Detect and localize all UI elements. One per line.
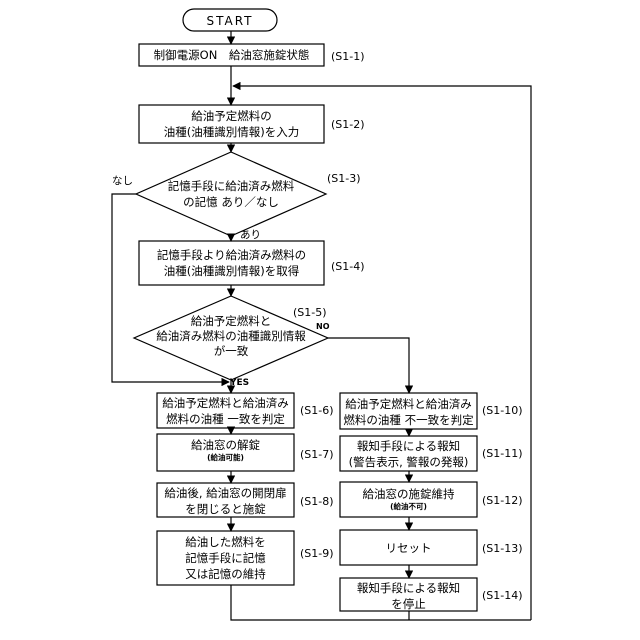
s1-9-line-1: 給油した燃料を [157,534,294,550]
branch-label-exists: あり [240,227,261,242]
s1-9-step: (S1-9) [300,547,334,560]
s1-6-line-1: 給油予定燃料と給油済み [157,395,294,411]
s1-3-text: 記憶手段に給油済み燃料 の記憶 あり／なし [146,178,316,210]
s1-7-step: (S1-7) [300,448,334,461]
s1-3-step: (S1-3) [327,172,361,185]
s1-5-line-3: が一致 [146,344,316,359]
s1-12-note: (給油不可) [340,502,477,512]
s1-5-step: (S1-5) [293,306,327,319]
s1-1-step: (S1-1) [331,50,365,63]
s1-7-line-1: 給油窓の解錠 [157,437,294,453]
s1-4-text: 記憶手段より給油済み燃料の 油種(油種識別情報)を取得 [139,247,324,279]
s1-5-text: 給油予定燃料と 給油済み燃料の油種識別情報 が一致 [146,314,316,359]
s1-12-text: 給油窓の施錠維持 (給油不可) [340,486,477,512]
s1-14-step: (S1-14) [482,589,523,602]
s1-9-line-3: 又は記憶の維持 [157,566,294,582]
s1-14-line-2: を停止 [340,596,477,612]
s1-3-line-1: 記憶手段に給油済み燃料 [146,178,316,194]
s1-1-text: 制御電源ON 給油窓施錠状態 [139,47,324,63]
s1-11-step: (S1-11) [482,447,523,460]
s1-6-step: (S1-6) [300,404,334,417]
s1-11-line-1: 報知手段による報知 [340,438,477,454]
s1-2-text: 給油予定燃料の 油種(油種識別情報)を入力 [139,108,324,140]
s1-1-line-1: 制御電源ON 給油窓施錠状態 [139,47,324,63]
s1-12-line-1: 給油窓の施錠維持 [340,486,477,502]
branch-label-no: NO [316,322,330,331]
s1-13-text: リセット [340,540,477,556]
s1-13-step: (S1-13) [482,542,523,555]
s1-7-text: 給油窓の解錠 (給油可能) [157,437,294,463]
s1-11-line-2: (警告表示, 警報の発報) [340,454,477,470]
s1-8-line-1: 給油後, 給油窓の開閉扉 [157,485,294,501]
s1-10-text: 給油予定燃料と給油済み 燃料の油種 不一致を判定 [340,396,477,428]
s1-14-line-1: 報知手段による報知 [340,580,477,596]
s1-4-step: (S1-4) [331,260,365,273]
s1-3-line-2: の記憶 あり／なし [146,194,316,210]
branch-label-yes: YES [230,378,249,388]
start-label: START [183,15,277,27]
s1-8-text: 給油後, 給油窓の開閉扉 を閉じると施錠 [157,485,294,517]
s1-8-line-2: を閉じると施錠 [157,501,294,517]
s1-11-text: 報知手段による報知 (警告表示, 警報の発報) [340,438,477,470]
s1-2-line-2: 油種(油種識別情報)を入力 [139,124,324,140]
s1-14-text: 報知手段による報知 を停止 [340,580,477,612]
s1-2-line-1: 給油予定燃料の [139,108,324,124]
s1-9-text: 給油した燃料を 記憶手段に記憶 又は記憶の維持 [157,534,294,582]
s1-10-line-1: 給油予定燃料と給油済み [340,396,477,412]
s1-4-line-1: 記憶手段より給油済み燃料の [139,247,324,263]
s1-5-line-2: 給油済み燃料の油種識別情報 [146,329,316,344]
branch-label-none: なし [112,173,133,188]
s1-10-step: (S1-10) [482,404,523,417]
s1-9-line-2: 記憶手段に記憶 [157,550,294,566]
s1-7-note: (給油可能) [157,453,294,463]
s1-5-line-1: 給油予定燃料と [146,314,316,329]
s1-2-step: (S1-2) [331,118,365,131]
s1-4-line-2: 油種(油種識別情報)を取得 [139,263,324,279]
s1-8-step: (S1-8) [300,495,334,508]
s1-6-text: 給油予定燃料と給油済み 燃料の油種 一致を判定 [157,395,294,427]
s1-12-step: (S1-12) [482,494,523,507]
edge-s1-5-no [328,338,409,393]
s1-10-line-2: 燃料の油種 不一致を判定 [340,412,477,428]
s1-13-line-1: リセット [340,540,477,556]
s1-6-line-2: 燃料の油種 一致を判定 [157,411,294,427]
